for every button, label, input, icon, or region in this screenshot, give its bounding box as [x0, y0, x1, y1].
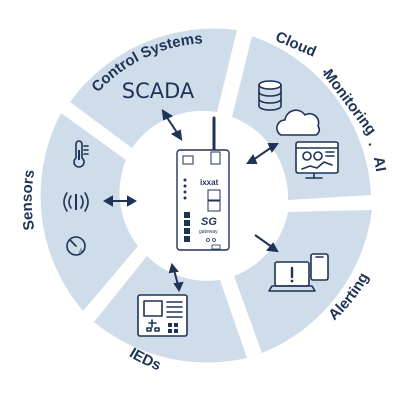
gateway-model-sub: gateway [199, 229, 218, 235]
gateway-brand: ixxat [200, 178, 219, 187]
database-icon [258, 80, 282, 111]
arrow-cloud-gateway [246, 143, 279, 164]
segment-sensors [40, 113, 139, 311]
thermometer-icon [73, 140, 89, 168]
laptop-alert-icon [268, 253, 329, 292]
segment-control-systems [70, 28, 237, 149]
arrows [102, 109, 279, 293]
cloud-icon [276, 109, 321, 136]
arrow-ied-gateway [168, 262, 184, 293]
label-sensors: Sensors [19, 169, 39, 232]
arrow-sensors-gateway [102, 195, 138, 207]
ied-device-icon [137, 294, 188, 337]
gauge-letter: A [79, 249, 83, 255]
gateway-model: SG [201, 216, 217, 228]
label-ai: AI [370, 155, 389, 173]
dashboard-monitor-icon [295, 141, 339, 179]
arrow-gateway-alerting [254, 234, 279, 253]
wireless-signal-icon [63, 192, 89, 212]
scada-label: SCADA [122, 79, 195, 103]
label-separator-2: · [361, 140, 379, 150]
gateway-device-icon: ixxat SG gateway [176, 116, 230, 251]
ammeter-gauge-icon: A [66, 236, 86, 256]
arrow-scada-gateway [161, 109, 183, 141]
